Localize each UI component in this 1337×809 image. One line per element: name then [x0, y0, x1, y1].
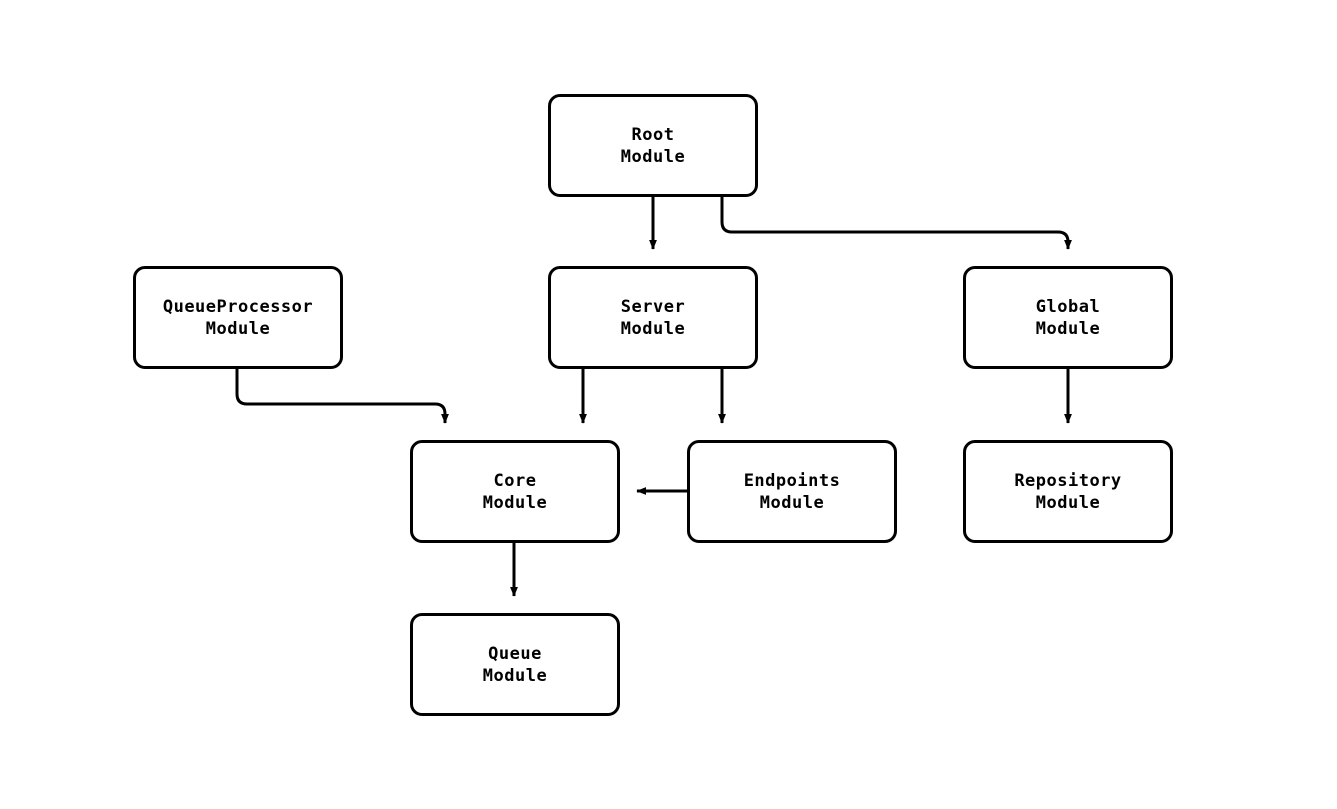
node-label: Core Module: [482, 470, 548, 513]
node-endpoints-module[interactable]: Endpoints Module: [687, 440, 897, 543]
node-label: Repository Module: [1014, 470, 1122, 513]
node-label: Queue Module: [482, 643, 548, 686]
node-label: Global Module: [1035, 296, 1101, 339]
node-repository-module[interactable]: Repository Module: [963, 440, 1173, 543]
node-queueprocessor-module[interactable]: QueueProcessor Module: [133, 266, 343, 369]
node-label: Endpoints Module: [743, 470, 841, 513]
node-label: Root Module: [620, 124, 686, 167]
edge-root-global: [720, 197, 1072, 250]
node-queue-module[interactable]: Queue Module: [410, 613, 620, 716]
node-server-module[interactable]: Server Module: [548, 266, 758, 369]
node-label: QueueProcessor Module: [162, 296, 314, 339]
node-root-module[interactable]: Root Module: [548, 94, 758, 197]
node-core-module[interactable]: Core Module: [410, 440, 620, 543]
edge-queueprocessor-core: [235, 369, 449, 424]
node-global-module[interactable]: Global Module: [963, 266, 1173, 369]
node-label: Server Module: [620, 296, 686, 339]
